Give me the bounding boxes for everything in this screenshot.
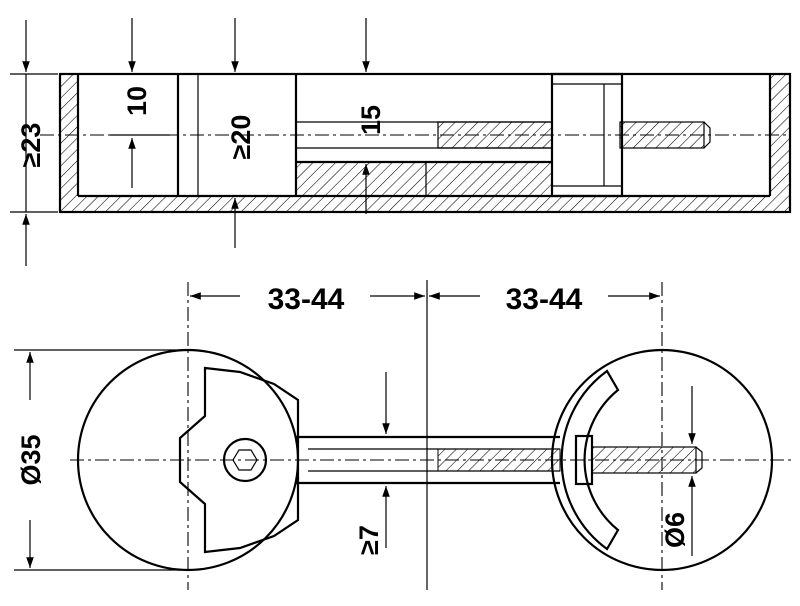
dim-min-gap: ≥7 — [354, 525, 384, 555]
dim-thread: Ø6 — [660, 512, 690, 548]
bottom-plate-hatch — [60, 196, 790, 212]
cam-disc-right — [550, 348, 774, 572]
dim-right-span: 33-44 — [506, 283, 583, 316]
hex-socket-icon — [232, 449, 258, 471]
dim-top-block: 10 — [122, 86, 152, 116]
panel-outline — [58, 72, 792, 214]
retaining-clip — [560, 369, 620, 551]
connector-body-side — [550, 72, 624, 198]
channel-floor-hatch — [296, 162, 552, 196]
right-wall-hatch — [770, 74, 790, 196]
dim-hole-depth: ≥20 — [226, 115, 256, 160]
dim-diameter: Ø35 — [16, 434, 46, 485]
top-view: 33-44 33-44 Ø35 ≥7 Ø6 — [14, 280, 795, 590]
dim-shaft-offset: 15 — [356, 105, 386, 135]
cam-recess — [178, 366, 300, 554]
side-view: ≥23 10 ≥20 15 — [10, 18, 792, 266]
dim-left-span: 33-44 — [268, 283, 345, 316]
hex-socket-outer — [222, 437, 268, 483]
threaded-rod-top — [437, 448, 561, 472]
thread-tip-top — [591, 446, 697, 474]
dim-height-total: ≥23 — [16, 123, 46, 168]
